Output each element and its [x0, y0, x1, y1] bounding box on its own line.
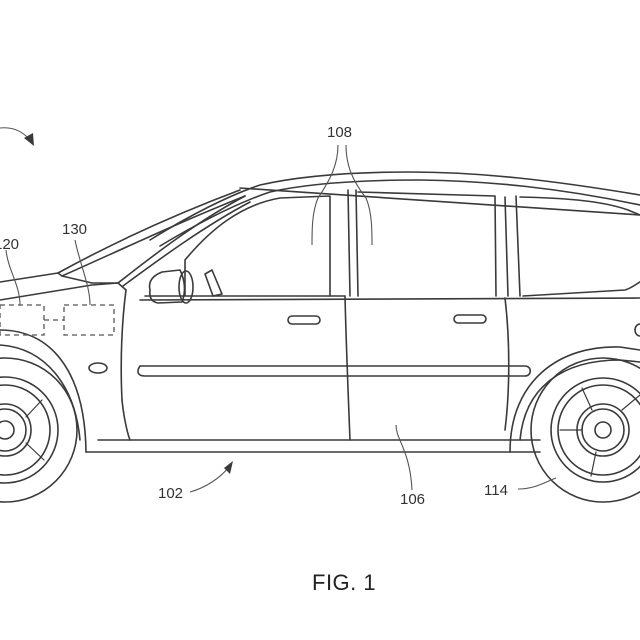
hood	[0, 272, 127, 401]
leader-120	[5, 249, 21, 306]
rocker-panel	[85, 399, 541, 453]
ref-label-102: 102	[158, 485, 183, 502]
figure-caption: FIG. 1	[312, 570, 376, 595]
ref-label-120: 120	[0, 236, 19, 253]
ref-label-130: 130	[62, 221, 87, 238]
windshield	[57, 189, 251, 287]
ref-label-106: 106	[400, 491, 425, 508]
ref-label-108: 108	[327, 124, 352, 141]
rear-quarter-window	[519, 196, 640, 297]
arrowhead-102	[224, 461, 233, 474]
top-left-pointer-arrow	[0, 127, 34, 146]
side-mirror	[148, 269, 223, 304]
doors	[137, 295, 532, 441]
front-wheel	[0, 329, 87, 503]
leader-lines	[5, 144, 557, 493]
front-dashed-components	[0, 304, 115, 336]
rear-marker-light	[634, 323, 640, 337]
leader-114	[517, 477, 557, 490]
front-door-window	[139, 195, 640, 301]
leader-106	[395, 424, 413, 491]
front-marker-light	[88, 362, 108, 374]
rear-wheel	[509, 346, 640, 503]
leader-102	[189, 467, 229, 493]
middle-windows	[347, 189, 521, 297]
leader-130	[74, 239, 91, 306]
ref-label-114: 114	[484, 482, 508, 499]
leader-108-right	[345, 144, 373, 246]
leader-108-left	[311, 144, 339, 246]
